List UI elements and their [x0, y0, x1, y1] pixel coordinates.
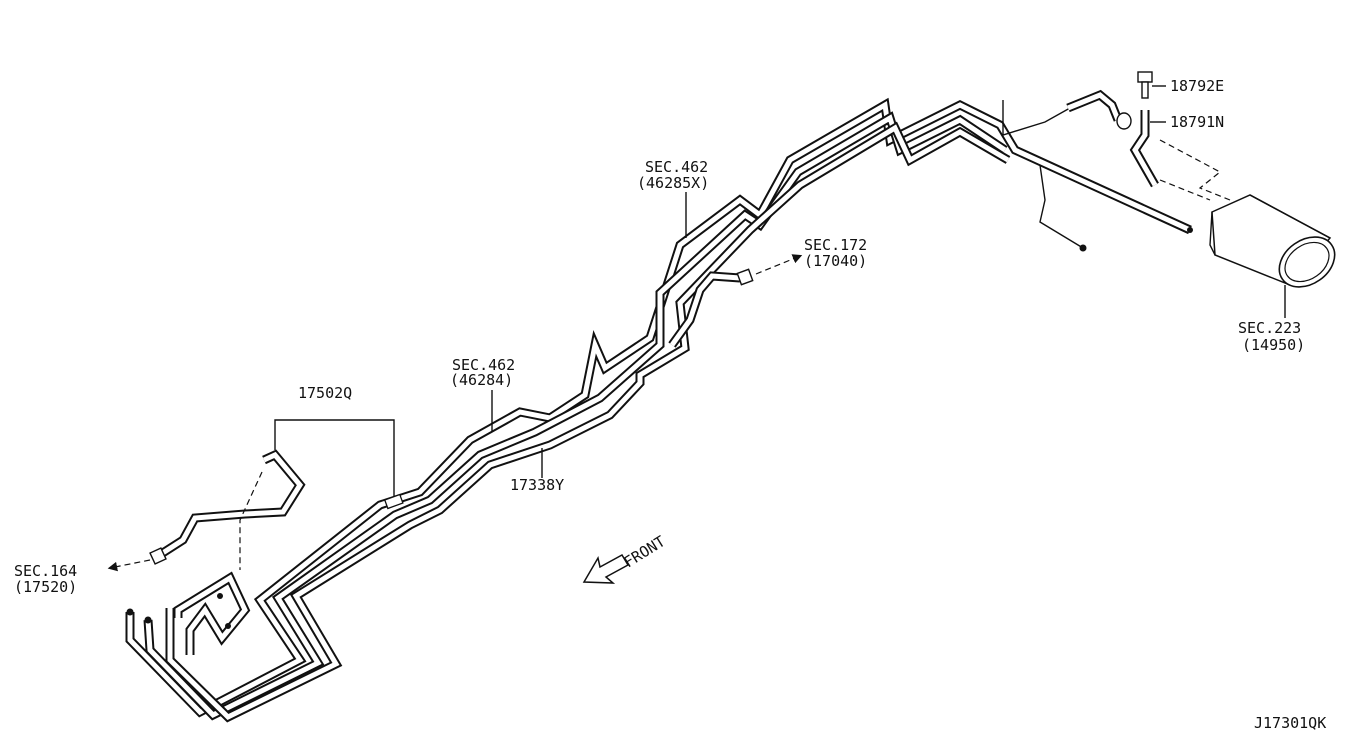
label-sec462-b-part: (46284) [450, 371, 513, 389]
hose-sec172 [668, 254, 803, 348]
right-vapor-lines [1002, 89, 1193, 252]
hose-17502q [107, 449, 306, 572]
label-18792e: 18792E [1170, 77, 1224, 95]
label-sec223: SEC.223 [1238, 319, 1301, 337]
label-sec164-part: (17520) [14, 578, 77, 596]
leader-17502q [274, 419, 395, 500]
label-sec164: SEC.164 [14, 562, 77, 580]
left-fitting-4 [225, 623, 231, 629]
front-arrow [582, 553, 630, 584]
label-17502q: 17502Q [298, 384, 352, 402]
label-front: FRONT [621, 532, 669, 571]
tube-bundle [125, 97, 1192, 723]
label-sec462-b: SEC.462 [452, 356, 515, 374]
clip-17502q [383, 493, 404, 510]
label-sec462-a-part: (46285X) [637, 174, 709, 192]
label-sec172-part: (17040) [804, 252, 867, 270]
label-17338y: 17338Y [510, 476, 564, 494]
diagram-id: J17301QK [1254, 714, 1326, 732]
label-sec462-a: SEC.462 [645, 158, 708, 176]
left-fitting-1 [126, 608, 134, 616]
hose-18791n [1129, 110, 1231, 201]
bolt-18792e [1137, 71, 1166, 99]
canister-sec223 [1209, 194, 1336, 318]
left-fitting-3 [217, 593, 223, 599]
label-sec172: SEC.172 [804, 236, 867, 254]
left-fitting-2 [144, 616, 152, 624]
label-sec223-part: (14950) [1242, 336, 1305, 354]
label-18791n: 18791N [1170, 113, 1224, 131]
